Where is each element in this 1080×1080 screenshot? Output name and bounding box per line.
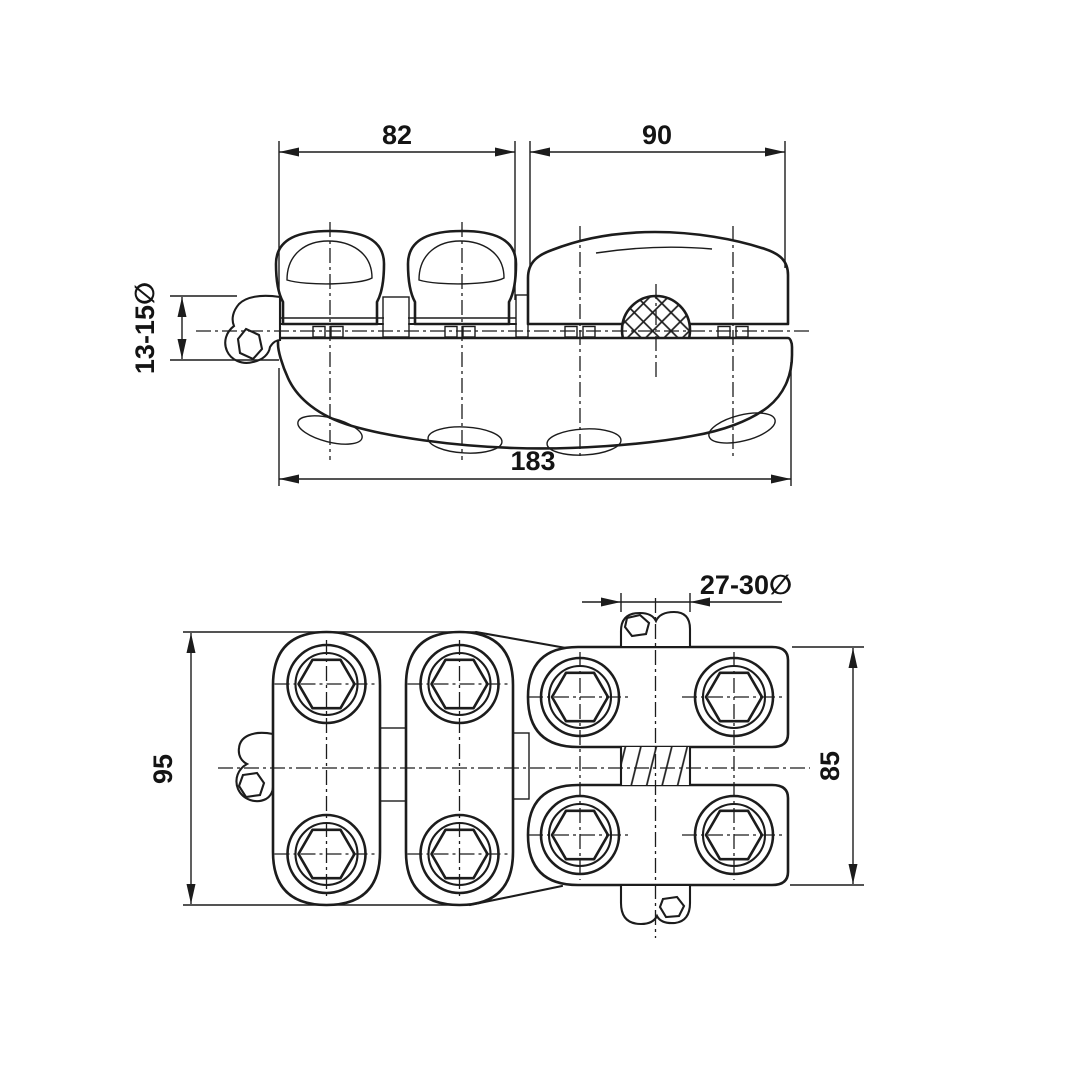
clamp-seam [279,322,789,338]
conductor-glimpse-patches [382,294,529,338]
dim-90-label: 90 [642,120,672,150]
dimension-cable-diameter: 13-15∅ [130,282,279,374]
strand-facet [236,327,264,361]
dim-13-15-label: 13-15∅ [130,282,160,374]
dim-27-30-label: 27-30∅ [700,570,792,600]
dimension-82: 82 [278,120,516,300]
strand-facet [623,613,651,638]
top-view-centerlines [196,222,812,460]
dim-85-label: 85 [815,751,845,781]
dimension-conductor-diameter: 27-30∅ [582,570,792,612]
dim-82-label: 82 [382,120,412,150]
strand-facet [658,895,686,919]
dimension-95: 95 [148,633,196,904]
dimension-183: 183 [278,362,792,486]
dim-183-label: 183 [510,446,555,476]
plan-view: 27-30∅ 95 85 [148,570,864,938]
dim-95-label: 95 [148,754,178,784]
plan-cable-end-left [235,731,275,803]
lightening-holes [297,412,776,456]
plan-centerlines [218,598,810,938]
plan-cable-gaps [379,727,530,802]
strand-facet [237,771,266,799]
keeper-body [526,230,790,326]
dimension-90: 90 [529,120,786,268]
cable-end-left [224,294,282,364]
dimension-85: 85 [790,646,864,886]
side-elevation-view: 82 90 183 13-15∅ [130,120,812,486]
